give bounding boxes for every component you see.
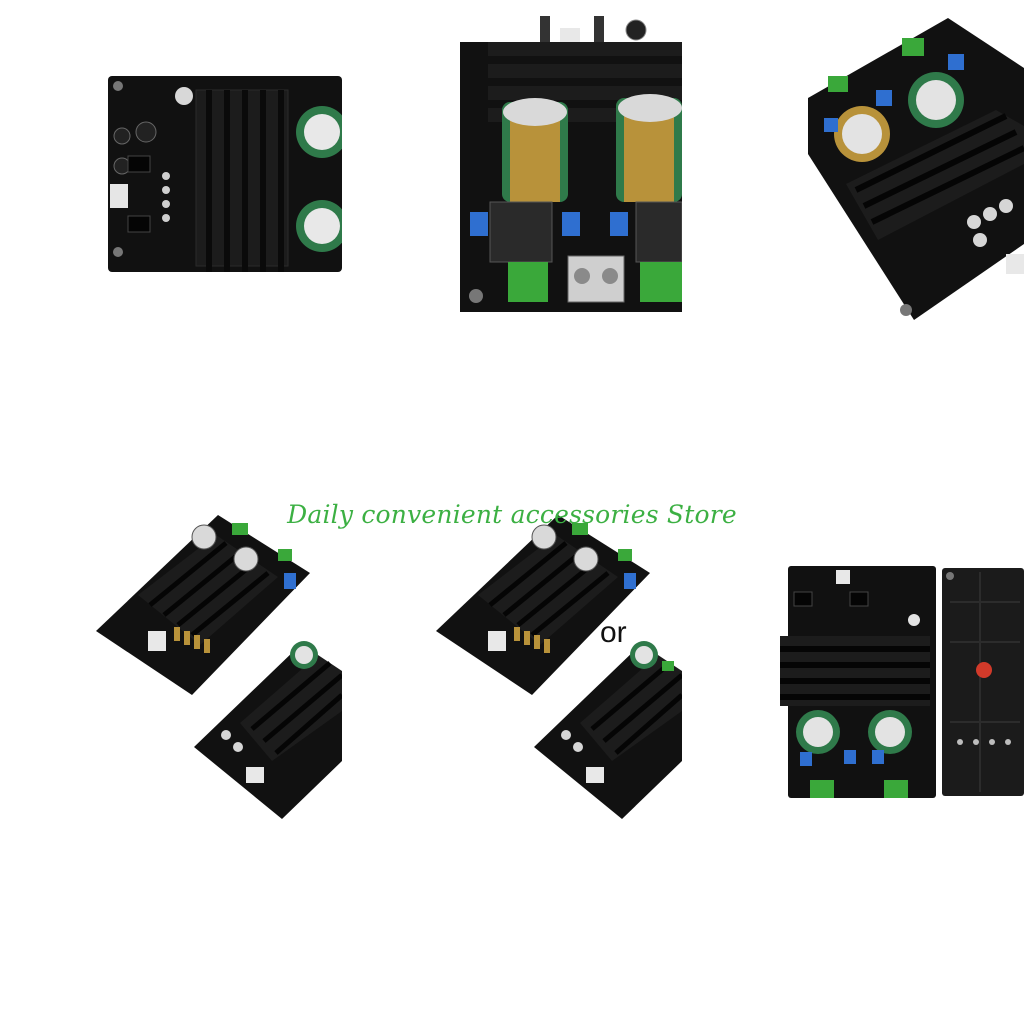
- variant-separator-label: or: [600, 616, 627, 649]
- product-photo-2: [460, 12, 682, 312]
- product-photo-4: [96, 515, 342, 825]
- amplifier-board-image: [436, 515, 682, 819]
- product-photo-3: [806, 14, 1024, 324]
- amplifier-board-image: [780, 566, 1024, 798]
- amplifier-board-image: [96, 515, 342, 819]
- product-photo-5: [436, 515, 682, 825]
- store-watermark: Daily convenient accessories Store: [287, 500, 737, 529]
- amplifier-board-image: [460, 16, 682, 312]
- amplifier-board-image: [808, 18, 1024, 320]
- amplifier-board-image: [108, 76, 342, 272]
- product-photo-6: [780, 562, 1024, 802]
- product-photo-1: [108, 76, 342, 272]
